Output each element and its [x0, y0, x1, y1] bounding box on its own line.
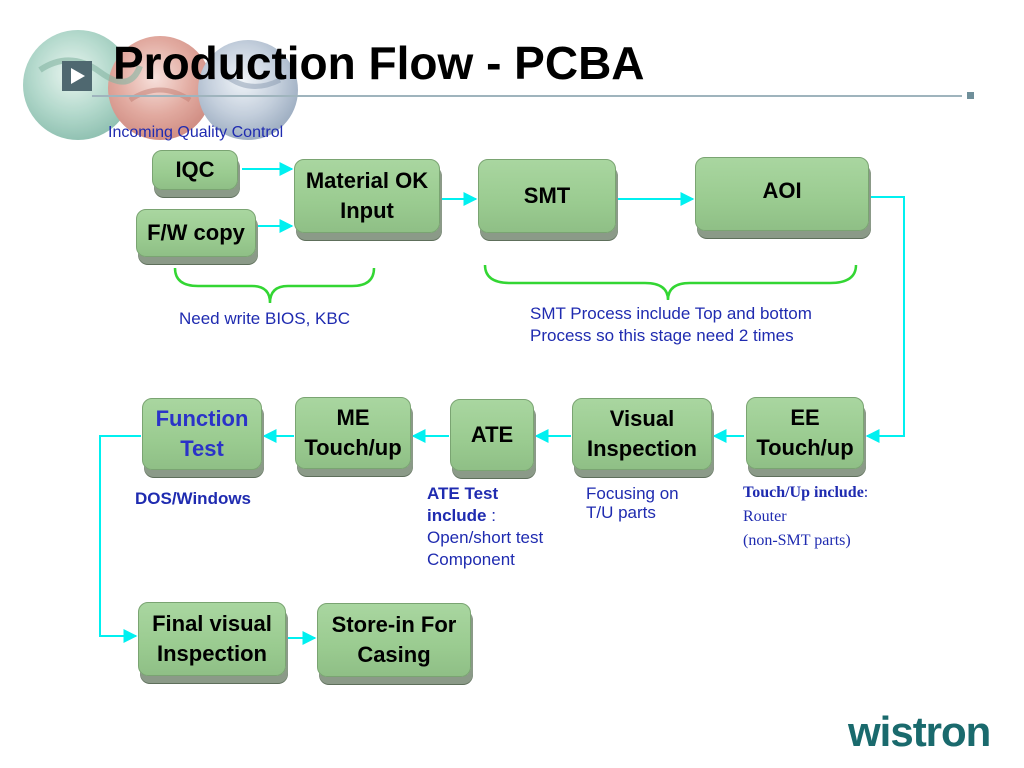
note-focusing-line2: T/U parts — [586, 503, 656, 522]
step-ee-touchup-line1: EE — [790, 405, 820, 430]
note-focusing-line1: Focusing on — [586, 484, 679, 503]
note-touchup-heading: Touch/Up include — [743, 484, 864, 501]
note-ate-item1: Open/short test — [427, 528, 544, 547]
step-function-test: Function Test — [142, 398, 262, 470]
step-me-touchup-line2: Touch/up — [304, 435, 402, 460]
note-ate-sep: : — [486, 506, 496, 525]
step-ee-touchup-line2: Touch/up — [756, 435, 854, 460]
step-ate: ATE — [450, 399, 534, 471]
step-visual-inspection-line2: Inspection — [586, 436, 697, 461]
step-ate-label: ATE — [470, 422, 514, 447]
step-visual-inspection-line1: Visual — [609, 406, 675, 431]
step-me-touchup: ME Touch/up — [295, 397, 411, 469]
note-ate-heading-line2: include — [427, 506, 487, 525]
step-function-test-line1: Function — [155, 406, 249, 431]
step-smt: SMT — [478, 159, 616, 233]
step-final-visual-line2: Inspection — [156, 641, 267, 666]
step-store-in: Store-in For Casing — [317, 603, 471, 677]
step-material-ok: Material OK Input — [294, 159, 440, 233]
step-visual-inspection: Visual Inspection — [572, 398, 712, 470]
note-touchup-item1: Router — [743, 508, 787, 525]
step-store-in-line2: Casing — [357, 642, 431, 667]
step-final-visual-line1: Final visual — [152, 611, 272, 636]
step-material-ok-line2: Input — [340, 198, 394, 223]
step-aoi: AOI — [695, 157, 869, 231]
step-final-visual: Final visual Inspection — [138, 602, 286, 676]
step-me-touchup-line1: ME — [336, 405, 370, 430]
note-touchup-sep: : — [863, 484, 869, 501]
wistron-logo: wistron — [848, 708, 991, 755]
note-ate: ATE Test include : Open/short test Compo… — [427, 483, 543, 571]
step-aoi-label: AOI — [762, 178, 802, 203]
step-material-ok-line1: Material OK — [305, 168, 429, 193]
step-ee-touchup: EE Touch/up — [746, 397, 864, 469]
note-focusing: Focusing on T/U parts — [586, 484, 679, 522]
step-fw-copy: F/W copy — [136, 209, 256, 257]
globe-decoration — [23, 30, 298, 140]
note-dos-windows: DOS/Windows — [135, 489, 252, 508]
note-touchup: Touch/Up include: Router (non-SMT parts) — [743, 481, 868, 553]
note-ate-heading-line1: ATE Test — [427, 484, 499, 503]
note-smt-process-line2: Process so this stage need 2 times — [530, 326, 794, 345]
arrow-function-final — [99, 435, 141, 643]
brace-bios — [173, 267, 376, 304]
note-smt-process-line1: SMT Process include Top and bottom — [530, 304, 812, 323]
step-fw-copy-label: F/W copy — [147, 220, 245, 245]
header-note: Incoming Quality Control — [108, 124, 284, 141]
step-smt-label: SMT — [523, 183, 571, 208]
step-store-in-line1: Store-in For — [331, 612, 457, 637]
step-iqc-label: IQC — [175, 157, 215, 182]
play-icon — [62, 61, 92, 91]
note-bios: Need write BIOS, KBC — [179, 309, 351, 328]
note-ate-item2: Component — [427, 550, 515, 569]
step-function-test-line2: Test — [180, 436, 224, 461]
note-smt-process: SMT Process include Top and bottom Proce… — [530, 303, 812, 347]
step-iqc: IQC — [152, 150, 238, 190]
note-touchup-item2: (non-SMT parts) — [743, 532, 851, 549]
page-title: Production Flow - PCBA — [113, 37, 645, 89]
arrow-aoi-ee — [865, 196, 905, 443]
brace-smt — [483, 264, 858, 301]
